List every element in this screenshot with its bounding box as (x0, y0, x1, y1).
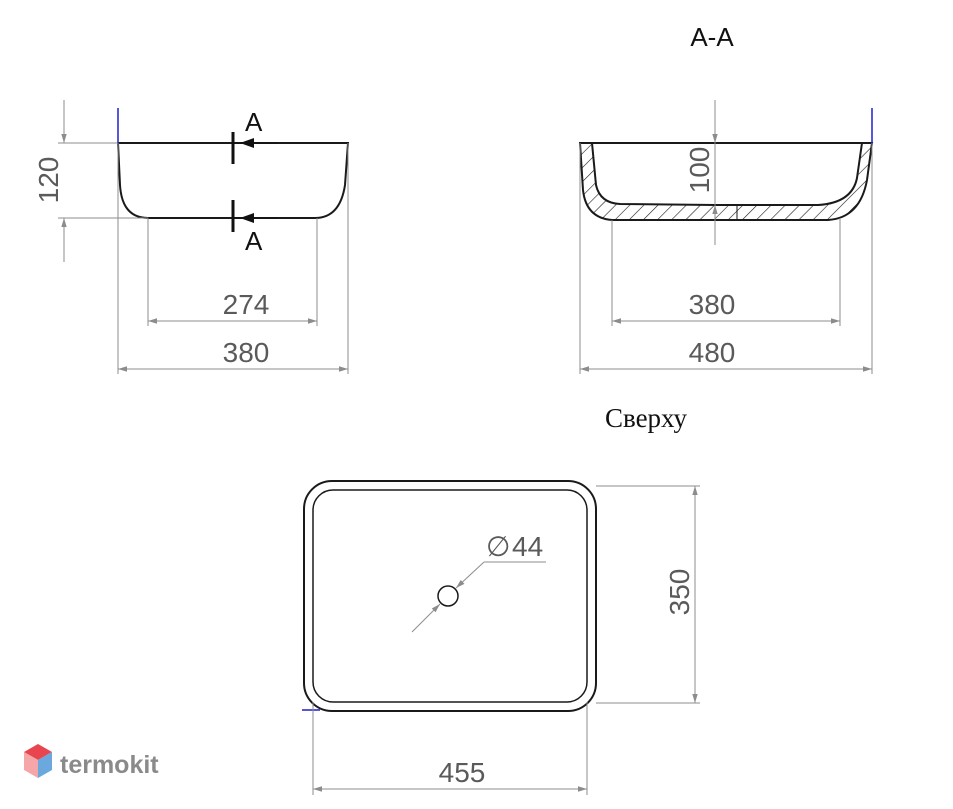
dim-width-380-section: 380 (689, 289, 736, 320)
section-label-top: A (245, 107, 263, 137)
section-title: A-A (690, 22, 734, 52)
section-wall-hatched (578, 142, 874, 221)
diameter-symbol: ∅ (486, 531, 510, 562)
dim-width-480: 480 (689, 337, 736, 368)
section-label-bottom: A (245, 226, 263, 256)
dim-width-380-side: 380 (223, 337, 270, 368)
drain-hole (437, 585, 459, 607)
dim-depth-100: 100 (684, 147, 715, 194)
dim-width-455: 455 (439, 757, 486, 788)
side-view: 120 A A 274 380 (33, 100, 350, 374)
dim-depth-350: 350 (664, 569, 695, 616)
dim-height-120: 120 (33, 157, 64, 204)
brand-name: termokit (60, 751, 159, 779)
dim-width-274: 274 (223, 289, 270, 320)
termokit-logo: termokit (24, 744, 159, 779)
top-view-title: Сверху (605, 403, 688, 433)
side-view-outline (116, 142, 350, 219)
basin-inner-bowl (312, 489, 588, 703)
cube-icon (24, 744, 52, 778)
section-view: A-A 100 380 480 (578, 22, 874, 374)
top-view: Сверху ∅ 44 350 455 (302, 403, 700, 795)
basin-outer-rim (303, 480, 597, 712)
dim-drain-44: 44 (512, 531, 543, 562)
